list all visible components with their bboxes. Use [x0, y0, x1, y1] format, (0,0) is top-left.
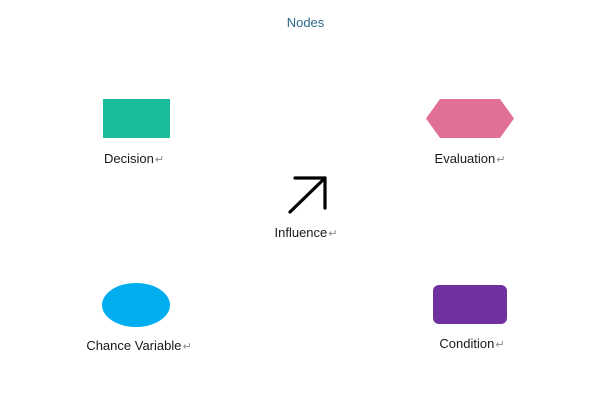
decision-label-row: Decision↵ — [104, 151, 164, 166]
condition-label: Condition — [439, 336, 495, 351]
evaluation-label: Evaluation — [434, 151, 496, 166]
chance-variable-node-shape — [102, 283, 170, 327]
influence-label: Influence — [274, 225, 328, 240]
page-title: Nodes — [286, 15, 325, 30]
influence-label-row: Influence↵ — [275, 225, 338, 240]
condition-label-row: Condition↵ — [439, 336, 504, 351]
influence-arrow-icon — [288, 176, 327, 214]
paragraph-mark: ↵ — [328, 228, 338, 240]
decision-label: Decision — [103, 151, 154, 166]
paragraph-mark: ↵ — [495, 339, 505, 351]
evaluation-label-row: Evaluation↵ — [435, 151, 506, 166]
chance-variable-label: Chance Variable — [86, 338, 182, 353]
decision-node-shape — [103, 99, 170, 138]
paragraph-mark: ↵ — [182, 341, 192, 353]
evaluation-node-shape — [426, 99, 514, 138]
condition-node-shape — [433, 285, 507, 324]
chance-variable-label-row: Chance Variable↵ — [86, 338, 191, 353]
paragraph-mark: ↵ — [496, 154, 506, 166]
paragraph-mark: ↵ — [154, 154, 165, 166]
